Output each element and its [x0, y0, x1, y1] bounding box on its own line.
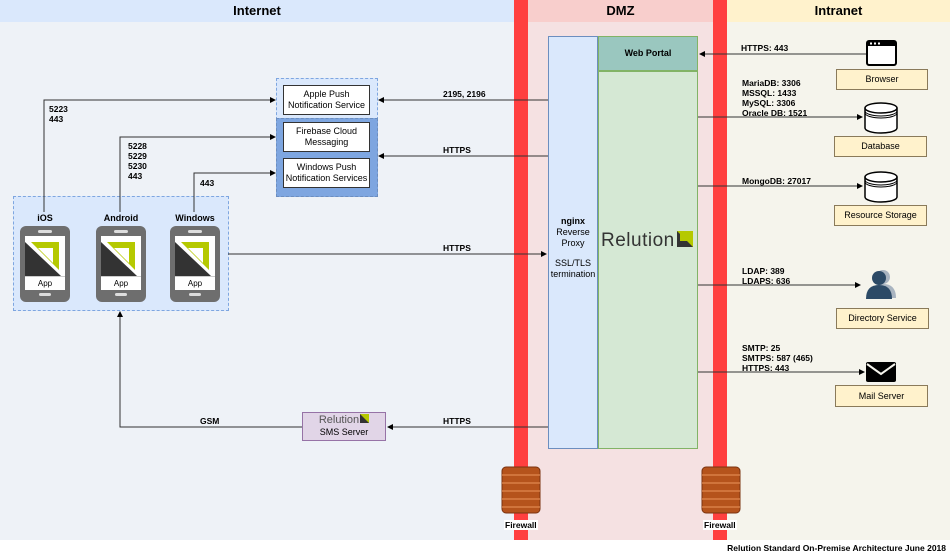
storage-port-label: MongoDB: 27017	[742, 176, 811, 186]
footer-caption: Relution Standard On-Premise Architectur…	[727, 543, 946, 553]
fcm-wns-port-label: HTTPS	[443, 145, 471, 155]
envelope-icon	[866, 362, 896, 382]
relution-app-logo-icon	[25, 236, 65, 276]
directory-port-label: LDAP: 389 LDAPS: 636	[742, 266, 791, 286]
sms-port-label: HTTPS	[443, 416, 471, 426]
android-phone-icon[interactable]: App	[96, 226, 146, 302]
firewall-icon	[701, 466, 741, 514]
relution-logo-mark-icon	[676, 231, 693, 247]
mail-port-label: SMTP: 25 SMTPS: 587 (465) HTTPS: 443	[742, 343, 813, 373]
dmz-zone-header: DMZ	[514, 0, 727, 22]
windows-ports-label: 443	[200, 178, 215, 188]
ios-phone-icon[interactable]: App	[20, 226, 70, 302]
firewall-icon	[501, 466, 541, 514]
firewall-bar-left	[514, 0, 528, 540]
relution-logo: Relution	[601, 230, 693, 252]
database-icon	[864, 102, 898, 134]
windows-phone-icon[interactable]: App	[170, 226, 220, 302]
firebase-cloud-messaging[interactable]: Firebase Cloud Messaging	[283, 122, 370, 152]
firewall-label-right: Firewall	[703, 520, 737, 530]
mail-server-box[interactable]: Mail Server	[835, 385, 928, 407]
browser-window-icon	[866, 40, 897, 66]
sms-server[interactable]: Relution SMS Server	[302, 412, 386, 441]
internet-zone-header: Internet	[0, 0, 514, 22]
nginx-text: nginx Reverse Proxy SSL/TLS termination	[550, 216, 596, 279]
nginx-reverse-proxy[interactable]	[548, 36, 598, 449]
database-box[interactable]: Database	[834, 136, 927, 157]
device-label-android: Android	[103, 213, 139, 223]
android-to-fcm-line	[119, 134, 276, 212]
android-ports-label: 5228 5229 5230 443	[128, 141, 147, 181]
windows-to-wns-line	[193, 170, 276, 212]
ios-to-apns-line	[43, 97, 276, 212]
intranet-zone	[727, 0, 950, 540]
device-label-ios: iOS	[37, 213, 53, 223]
users-icon	[866, 270, 896, 299]
resource-storage-box[interactable]: Resource Storage	[834, 205, 927, 226]
database-port-label: MariaDB: 3306 MSSQL: 1433 MySQL: 3306 Or…	[742, 78, 808, 118]
firewall-bar-right	[713, 0, 727, 540]
browser-box[interactable]: Browser	[836, 69, 928, 90]
firewall-label-left: Firewall	[504, 520, 538, 530]
devices-port-label: HTTPS	[443, 243, 471, 253]
relution-app-logo-icon	[101, 236, 141, 276]
sms-to-devices-line	[117, 311, 302, 428]
relution-logo-mark-icon	[360, 414, 370, 423]
device-label-windows: Windows	[175, 213, 215, 223]
directory-service-box[interactable]: Directory Service	[836, 308, 929, 329]
intranet-zone-header: Intranet	[727, 0, 950, 22]
gsm-label: GSM	[200, 416, 220, 426]
database-icon	[864, 171, 898, 203]
apple-push-notification-service[interactable]: Apple Push Notification Service	[283, 85, 370, 115]
windows-push-notification-services[interactable]: Windows Push Notification Services	[283, 158, 370, 188]
browser-port-label: HTTPS: 443	[741, 43, 789, 53]
web-portal[interactable]: Web Portal	[598, 36, 698, 71]
apns-port-label: 2195, 2196	[443, 89, 486, 99]
ios-ports-label: 5223 443	[49, 104, 68, 124]
relution-app-logo-icon	[175, 236, 215, 276]
relution-server[interactable]	[598, 71, 698, 449]
